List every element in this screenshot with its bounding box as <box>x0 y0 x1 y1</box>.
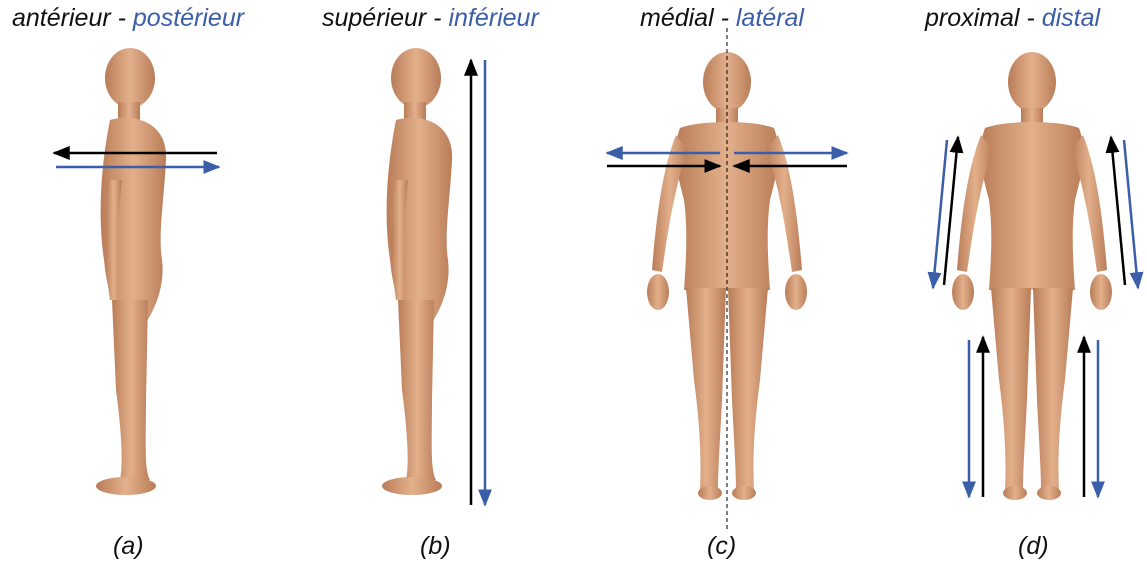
arrow-distal-arm-right <box>1124 140 1138 288</box>
figure-front-view-d <box>952 52 1112 500</box>
figure-side-view-b <box>382 48 452 495</box>
arrow-proximal-arm-right <box>1111 137 1125 285</box>
panel-b-caption: (b) <box>420 532 451 561</box>
figure-side-view-a <box>96 48 166 495</box>
panel-a-caption: (a) <box>113 532 144 561</box>
panel-c-caption: (c) <box>707 532 736 561</box>
panel-d-caption: (d) <box>1018 532 1049 561</box>
